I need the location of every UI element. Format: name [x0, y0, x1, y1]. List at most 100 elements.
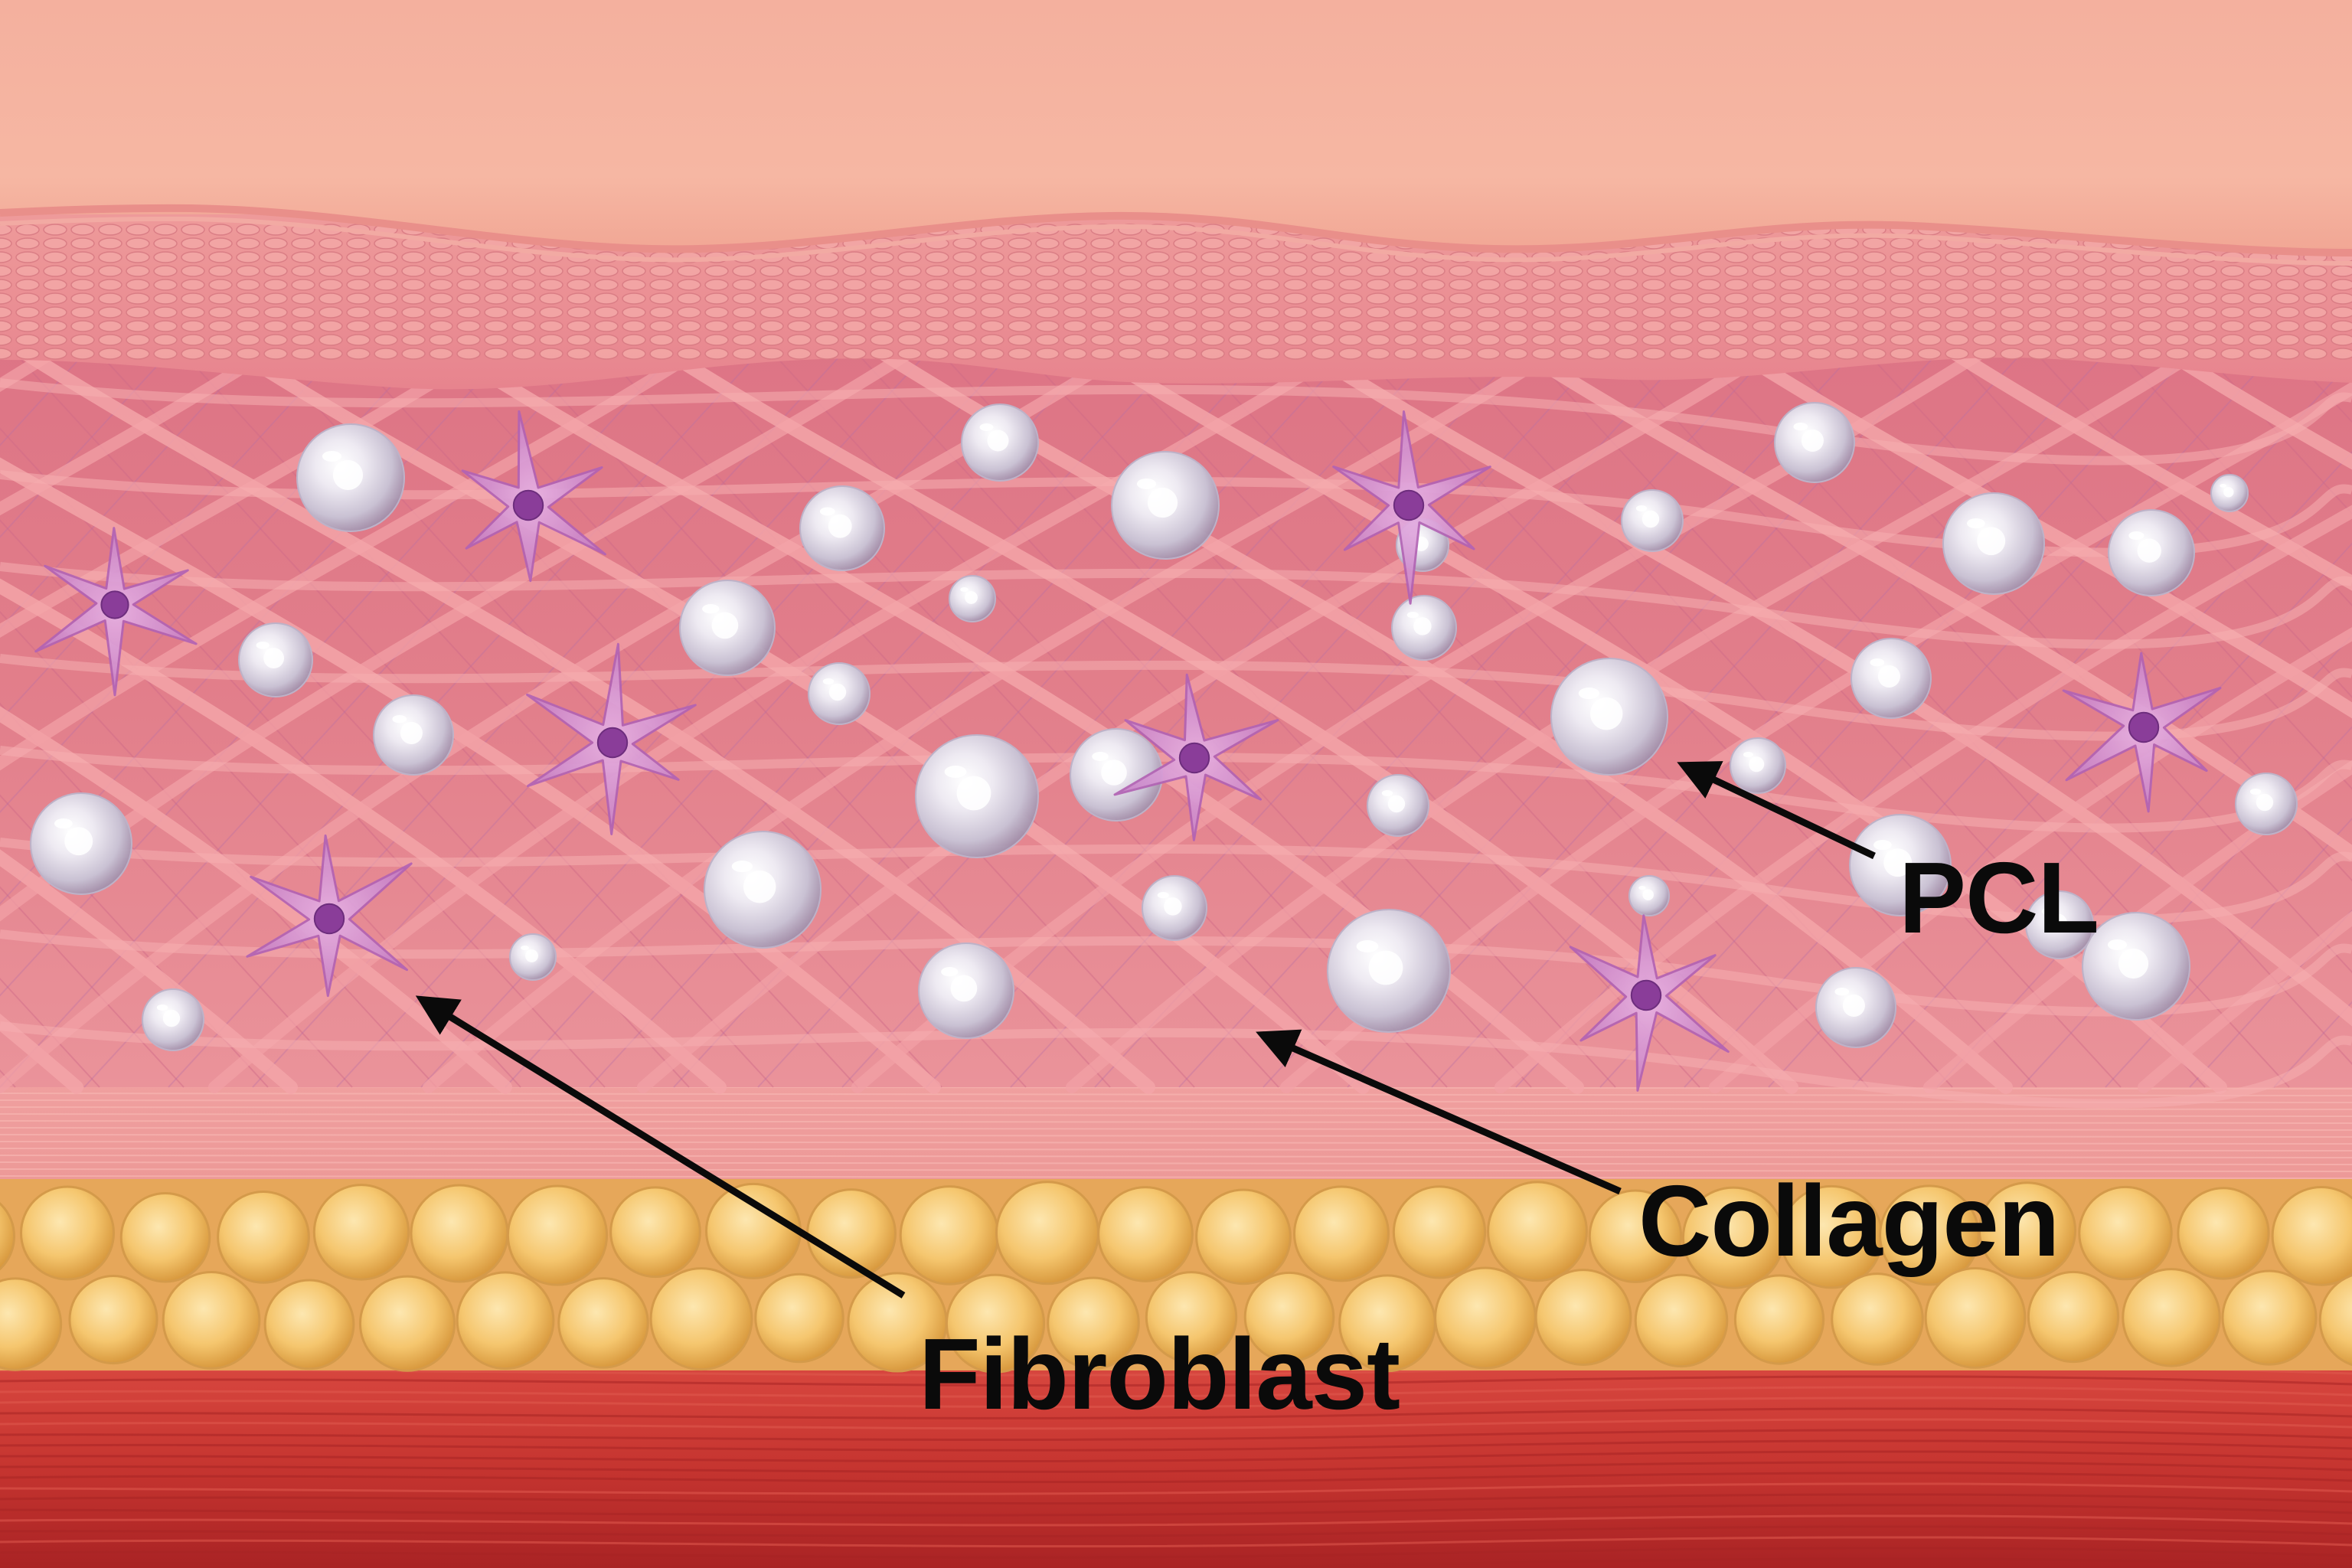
- papillary-cell: [98, 334, 122, 346]
- papillary-cell: [2055, 279, 2079, 291]
- papillary-cell: [1697, 334, 1721, 346]
- papillary-cell: [126, 224, 150, 236]
- papillary-cell: [1559, 292, 1583, 305]
- papillary-cell: [732, 306, 756, 318]
- papillary-cell: [2110, 334, 2135, 346]
- papillary-cell: [732, 320, 756, 332]
- papillary-cell: [2165, 292, 2190, 305]
- papillary-cell: [0, 251, 12, 263]
- papillary-cell: [318, 265, 343, 277]
- papillary-cell: [2055, 306, 2079, 318]
- papillary-cell: [1945, 292, 1969, 305]
- pcl-sphere: [1774, 402, 1855, 483]
- papillary-cell: [1862, 348, 1886, 360]
- collagen-fiber: [1065, 330, 2227, 1094]
- pcl-sphere: [915, 734, 1039, 858]
- papillary-cell: [1118, 237, 1142, 250]
- pcl-sphere: [509, 933, 557, 981]
- papillary-cell: [1035, 251, 1060, 263]
- papillary-cell: [181, 224, 205, 236]
- papillary-cell: [484, 251, 508, 263]
- papillary-cell: [318, 292, 343, 305]
- papillary-cell: [2055, 265, 2079, 277]
- papillary-cell: [1145, 292, 1170, 305]
- fibroblast-cell: [461, 410, 606, 583]
- papillary-cell: [842, 348, 867, 360]
- muscle-fiber: [0, 1514, 2352, 1527]
- papillary-cell: [291, 292, 315, 305]
- papillary-cell: [1393, 348, 1418, 360]
- papillary-cell: [1724, 265, 1749, 277]
- papillary-cell: [539, 320, 564, 332]
- pcl-sphere: [296, 423, 405, 532]
- fat-cell: [263, 1279, 355, 1370]
- papillary-cell: [925, 265, 949, 277]
- papillary-cell: [1697, 265, 1721, 277]
- papillary-cell: [1890, 237, 1914, 250]
- papillary-cell: [98, 306, 122, 318]
- papillary-cell: [2331, 265, 2352, 277]
- papillary-cell: [1283, 279, 1308, 291]
- papillary-cell: [1063, 320, 1087, 332]
- papillary-cell: [1504, 348, 1528, 360]
- papillary-cell: [567, 279, 591, 291]
- papillary-cell: [2193, 265, 2217, 277]
- papillary-cell: [1642, 279, 1666, 291]
- papillary-cell: [1173, 265, 1197, 277]
- papillary-cell: [1035, 265, 1060, 277]
- papillary-cell: [1311, 265, 1335, 277]
- muscle-fiber: [0, 1375, 2352, 1387]
- papillary-cell: [1063, 237, 1087, 250]
- pcl-sphere: [2235, 773, 2298, 835]
- mesh-line: [1431, 336, 2122, 1088]
- papillary-cell: [1393, 334, 1418, 346]
- papillary-cell: [1669, 265, 1694, 277]
- papillary-cell: [897, 306, 922, 318]
- pcl-sphere: [799, 485, 885, 571]
- papillary-cell: [2000, 334, 2024, 346]
- papillary-cell: [1366, 279, 1390, 291]
- fat-cell: [704, 1182, 802, 1279]
- collagen-fiber: [0, 330, 1155, 1094]
- papillary-cell: [153, 237, 178, 250]
- papillary-cell: [2082, 320, 2107, 332]
- papillary-cell: [1035, 320, 1060, 332]
- papillary-cell: [291, 251, 315, 263]
- papillary-cell: [1559, 334, 1583, 346]
- papillary-cell: [374, 265, 398, 277]
- papillary-cell: [539, 292, 564, 305]
- papillary-cell: [1173, 348, 1197, 360]
- pcl-sphere: [1367, 774, 1429, 837]
- papillary-cell: [1283, 334, 1308, 346]
- papillary-cell: [15, 265, 40, 277]
- papillary-cell: [318, 237, 343, 250]
- fat-cell: [1243, 1271, 1335, 1363]
- papillary-cell: [1008, 306, 1032, 318]
- papillary-cell: [1090, 334, 1115, 346]
- papillary-cell: [1035, 348, 1060, 360]
- papillary-cell: [1724, 348, 1749, 360]
- collagen-fiber: [0, 929, 2352, 1017]
- fat-cell: [2271, 1186, 2352, 1286]
- papillary-cell: [2082, 292, 2107, 305]
- papillary-cell: [2220, 279, 2245, 291]
- papillary-cell: [1917, 265, 1942, 277]
- papillary-cell: [181, 320, 205, 332]
- pcl-sphere: [1327, 909, 1451, 1033]
- papillary-cell: [429, 279, 453, 291]
- papillary-cell: [1890, 251, 1914, 263]
- papillary-cell: [2000, 251, 2024, 263]
- papillary-cell: [815, 306, 839, 318]
- papillary-cell: [2331, 334, 2352, 346]
- papillary-cell: [1366, 306, 1390, 318]
- papillary-cell: [236, 251, 260, 263]
- muscle-fiber: [0, 1386, 2352, 1398]
- papillary-cell: [401, 251, 426, 263]
- papillary-cell: [2000, 265, 2024, 277]
- papillary-cell: [318, 306, 343, 318]
- papillary-cell: [1807, 348, 1831, 360]
- pcl-spheres: [30, 402, 2298, 1051]
- papillary-cell: [1779, 334, 1804, 346]
- papillary-cell: [1834, 320, 1859, 332]
- papillary-cell: [1145, 348, 1170, 360]
